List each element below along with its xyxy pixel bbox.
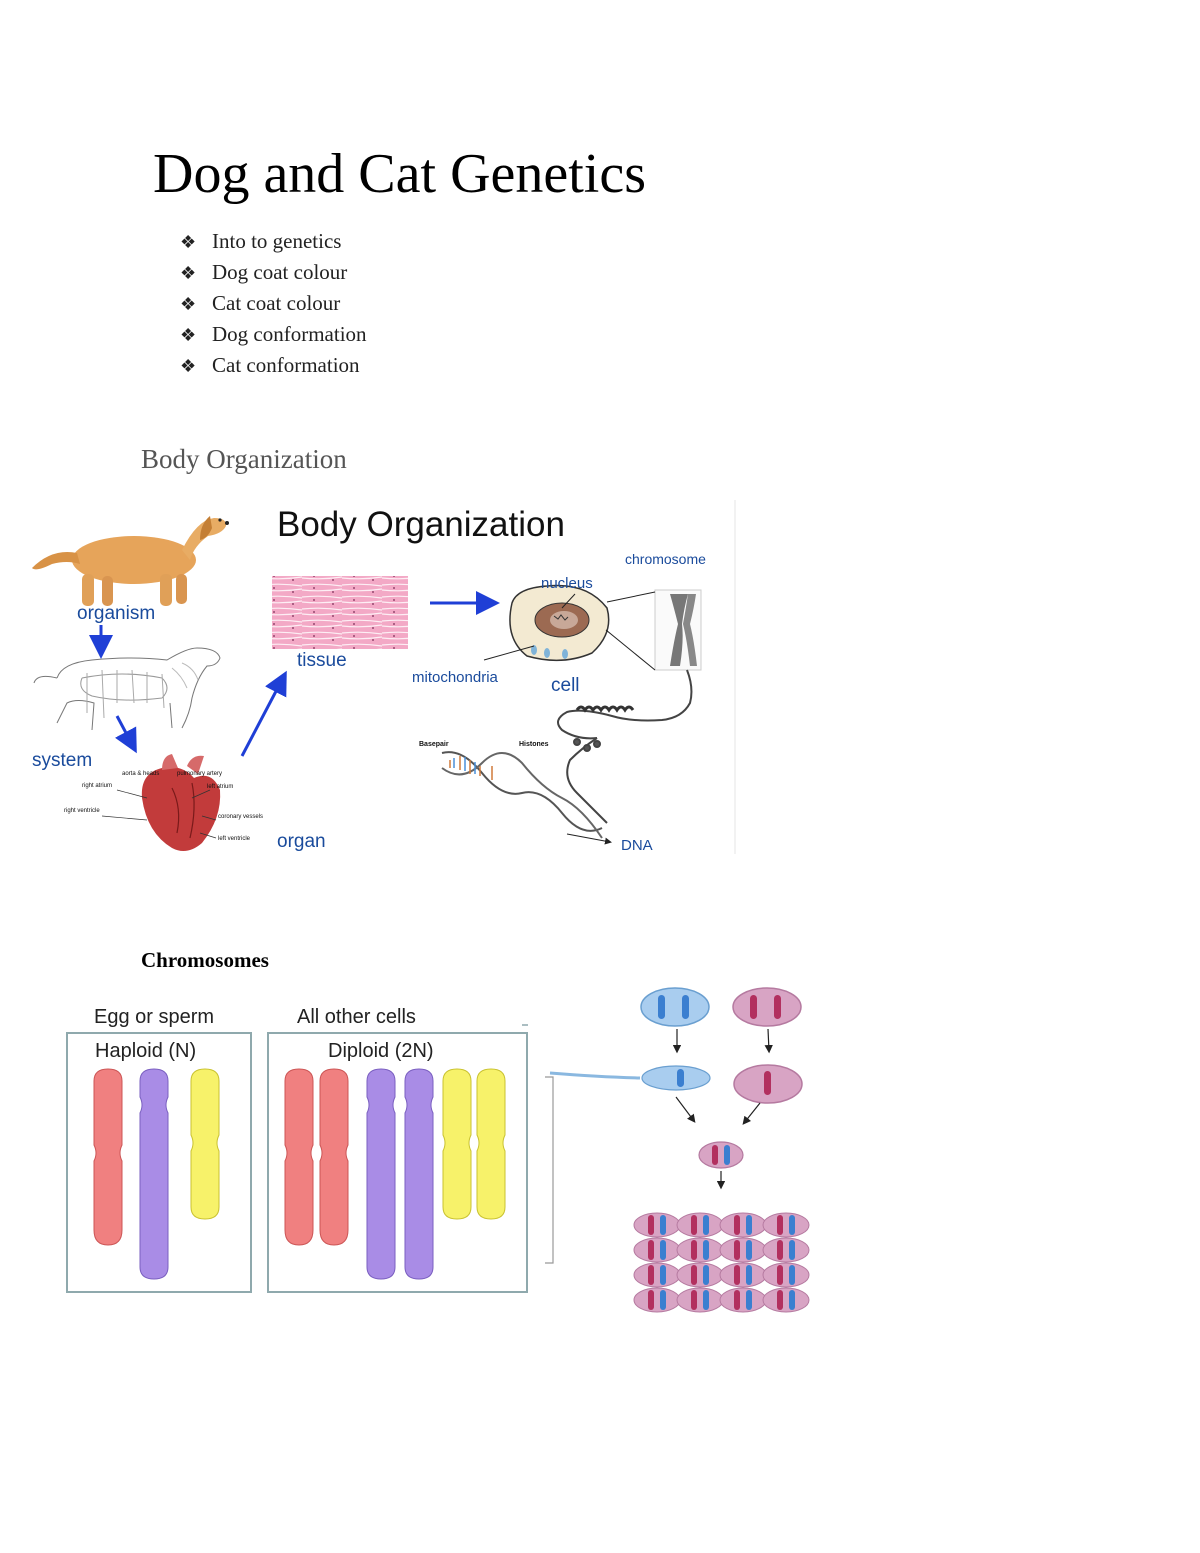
topic-list: ❖ Into to genetics ❖ Dog coat colour ❖ Cat … [180,226,367,381]
diploid-chromosomes [284,1068,506,1280]
heart-label-aorta: aorta & heads [122,771,159,777]
sperm-cell [641,1065,711,1091]
mitochondria-label: mitochondria [412,669,499,686]
diploid-label: Diploid (2N) [328,1040,434,1062]
heart-label-left-ventricle: left ventricle [218,836,251,842]
sperm-tail [549,1071,641,1080]
heart-image [141,754,221,852]
system-label: system [32,750,92,771]
cell-image [509,584,610,662]
heart-annotations: aorta & heads pulmonary artery right atr… [64,771,263,842]
chromosome-yellow [190,1068,220,1220]
topic-label: Cat conformation [212,353,360,377]
chromosome-label: chromosome [625,551,706,567]
organism-label: organism [77,603,155,624]
organ-label: organ [277,831,326,852]
daughter-cell [633,1287,681,1313]
heart-label-coronary: coronary vessels [218,814,263,820]
topic-item: ❖ Into to genetics [180,226,367,257]
chromosome-purple [404,1068,434,1280]
mitochondria-pointer [483,645,535,661]
heart-label-pulmonary: pulmonary artery [177,771,222,777]
diamond-bullet-icon: ❖ [180,232,197,252]
daughter-cell [676,1262,724,1288]
haploid-label: Haploid (N) [95,1040,196,1062]
daughter-cell [676,1237,724,1263]
daughter-cell [762,1287,810,1313]
zygote-cell [698,1141,744,1169]
chromosome-purple [139,1068,169,1280]
chromosome-purple [366,1068,396,1280]
daughter-cell [719,1262,767,1288]
nucleus-pointer [561,593,576,609]
section-heading-body-organization: Body Organization [141,444,347,474]
pink-parent-cell [732,987,802,1027]
haploid-panel [66,1032,252,1293]
daughter-cell [633,1262,681,1288]
topic-label: Dog coat colour [212,260,348,284]
diploid-caption: All other cells [297,1006,416,1028]
arrow-organ-to-tissue [240,670,287,757]
document-title: Dog and Cat Genetics [153,143,646,205]
figure-title: Body Organization [277,505,565,544]
topic-item: ❖ Dog coat colour [180,257,367,288]
section-heading-chromosomes: Chromosomes [141,948,269,972]
arrow-system-to-organ [114,715,137,754]
daughter-cell [762,1262,810,1288]
chromosome-yellow [476,1068,506,1220]
topic-item: ❖ Cat conformation [180,350,367,381]
diamond-bullet-icon: ❖ [180,294,197,314]
chromosome-zoom [605,589,702,671]
dog-system-sketch [33,647,221,731]
daughter-cell [633,1212,681,1238]
daughter-cell [719,1237,767,1263]
histones-label: Histones [519,741,549,748]
daughter-cell [719,1212,767,1238]
topic-item: ❖ Dog conformation [180,319,367,350]
fertilization-diagram [549,987,810,1313]
heart-label-left-atrium: left atrium [207,784,233,790]
haploid-caption: Egg or sperm [94,1006,214,1028]
tissue-image [272,576,408,649]
dna-pointer [566,833,612,845]
haploid-chromosomes [93,1068,220,1280]
dog-image [32,516,229,606]
diamond-bullet-icon: ❖ [180,263,197,283]
chromosome-red [93,1068,123,1246]
chromatin-coil [557,669,693,824]
daughter-cell [676,1212,724,1238]
daughter-cell [762,1212,810,1238]
heart-label-right-ventricle: right ventricle [64,808,100,814]
topic-label: Cat coat colour [212,291,341,315]
daughter-cell [762,1237,810,1263]
body-organization-figure: Body Organization organism system aorta … [32,500,736,854]
diamond-bullet-icon: ❖ [180,325,197,345]
topic-label: Into to genetics [212,229,342,253]
basepair-label: Basepair [419,741,449,748]
blue-parent-cell [640,987,710,1027]
heart-label-right-atrium: right atrium [82,783,112,789]
nucleus-label: nucleus [541,575,593,592]
chromosome-red [319,1068,349,1246]
bracket [545,1076,554,1264]
chromosome-red [284,1068,314,1246]
topic-label: Dog conformation [212,322,367,346]
dividing-cells-grid [633,1212,810,1313]
diamond-bullet-icon: ❖ [180,356,197,376]
diploid-panel [267,1032,528,1293]
chromosomes-figure: Egg or sperm Haploid (N) All other cells… [66,987,810,1313]
tissue-label: tissue [297,650,347,671]
cell-label: cell [551,675,580,696]
daughter-cell [676,1287,724,1313]
chromosome-yellow [442,1068,472,1220]
dna-label: DNA [621,837,653,854]
daughter-cell [719,1287,767,1313]
topic-item: ❖ Cat coat colour [180,288,367,319]
daughter-cell [633,1237,681,1263]
dna-helix [441,751,603,839]
